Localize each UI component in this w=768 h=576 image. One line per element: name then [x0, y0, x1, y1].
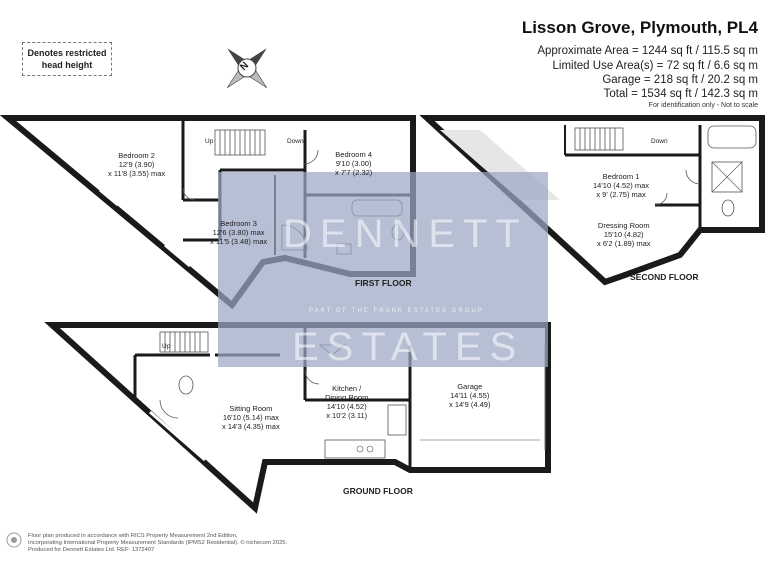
total-area-text: Total = 1534 sq ft / 142.3 sq m	[603, 88, 758, 100]
room-bedroom-1: Bedroom 1 14'10 (4.52) max x 9' (2.75) m…	[593, 172, 649, 199]
room-name: Bedroom 2	[118, 151, 155, 160]
footer-line-1: Floor plan produced in accordance with R…	[28, 533, 238, 539]
room-dimension: x 9' (2.75) max	[596, 190, 646, 199]
approx-area-text: Approximate Area = 1244 sq ft / 115.5 sq…	[537, 45, 758, 57]
room-dimension: 14'11 (4.55)	[450, 391, 490, 400]
room-dimension: x 11'5 (3.48) max	[210, 237, 268, 246]
page-title: Lisson Grove, Plymouth, PL4	[521, 18, 758, 37]
ground-floor-plan	[44, 322, 551, 514]
room-dimension: 9'10 (3.00)	[335, 159, 372, 168]
room-dimension: 15'10 (4.82)	[603, 230, 644, 239]
room-dressing-room: Dressing Room 15'10 (4.82) x 6'2 (1.89) …	[597, 221, 651, 248]
room-dimension: x 6'2 (1.89) max	[597, 239, 651, 248]
legend-line-2: head height	[41, 60, 93, 70]
room-bedroom-4: Bedroom 4 9'10 (3.00) x 7'7 (2.32)	[335, 150, 372, 177]
garage-area-text: Garage = 218 sq ft / 20.2 sq m	[602, 74, 758, 86]
stairs-up-label: Up	[162, 343, 171, 350]
room-sitting-room: Sitting Room 16'10 (5.14) max x 14'3 (4.…	[222, 404, 280, 431]
stairs-up-label: Up	[205, 138, 214, 145]
watermark-tagline: PART OF THE FRANK ESTATES GROUP	[309, 308, 484, 314]
limited-use-area-text: Limited Use Area(s) = 72 sq ft / 6.6 sq …	[552, 60, 759, 72]
room-name: Kitchen /	[332, 384, 362, 393]
legend-line-1: Denotes restricted	[27, 48, 107, 58]
stairs-down-label: Down	[651, 138, 668, 145]
room-dimension: x 11'8 (3.55) max	[108, 169, 166, 178]
footer-line-2: Incorporating International Property Mea…	[28, 540, 288, 546]
restricted-height-legend: Denotes restricted head height	[22, 42, 112, 76]
room-dimension: x 10'2 (3.11)	[326, 411, 368, 420]
room-bedroom-2: Bedroom 2 12'9 (3.90) x 11'8 (3.55) max	[108, 151, 165, 178]
room-name: Bedroom 4	[335, 150, 372, 159]
room-name: Bedroom 3	[220, 219, 257, 228]
room-garage: Garage 14'11 (4.55) x 14'9 (4.49)	[449, 382, 490, 409]
nichecom-logo-icon	[6, 532, 22, 548]
room-dimension: x 14'3 (4.35) max	[222, 422, 280, 431]
room-name: Bedroom 1	[602, 172, 640, 181]
room-dimension: 14'10 (4.52) max	[593, 181, 650, 190]
room-dimension: 16'10 (5.14) max	[222, 413, 279, 422]
watermark-band	[218, 172, 548, 367]
stairs-down-label: Down	[287, 138, 304, 145]
room-name: Garage	[457, 382, 483, 391]
identification-note: For identification only - Not to scale	[648, 102, 758, 109]
room-bedroom-3: Bedroom 3 12'6 (3.80) max x 11'5 (3.48) …	[210, 219, 267, 246]
room-dimension: x 14'9 (4.49)	[449, 400, 491, 409]
room-dimension: 14'10 (4.52)	[326, 402, 367, 411]
room-dimension: 12'9 (3.90)	[118, 160, 155, 169]
room-kitchen-dining: Kitchen / Dining Room 14'10 (4.52) x 10'…	[325, 384, 368, 420]
ground-floor-label: GROUND FLOOR	[343, 486, 413, 496]
footer-line-3: Produced for Dennett Estates Ltd. REF: 1…	[28, 547, 155, 553]
room-name: Sitting Room	[229, 404, 273, 413]
compass-icon	[226, 48, 268, 89]
watermark-line-1: DENNETT	[283, 212, 528, 256]
room-dimension: x 7'7 (2.32)	[335, 168, 373, 177]
room-name: Dressing Room	[597, 221, 650, 230]
room-name: Dining Room	[325, 393, 369, 402]
room-dimension: 12'6 (3.80) max	[212, 228, 265, 237]
watermark-line-2: ESTATES	[292, 325, 525, 369]
second-floor-label: SECOND FLOOR	[630, 272, 699, 282]
first-floor-label: FIRST FLOOR	[355, 278, 412, 288]
